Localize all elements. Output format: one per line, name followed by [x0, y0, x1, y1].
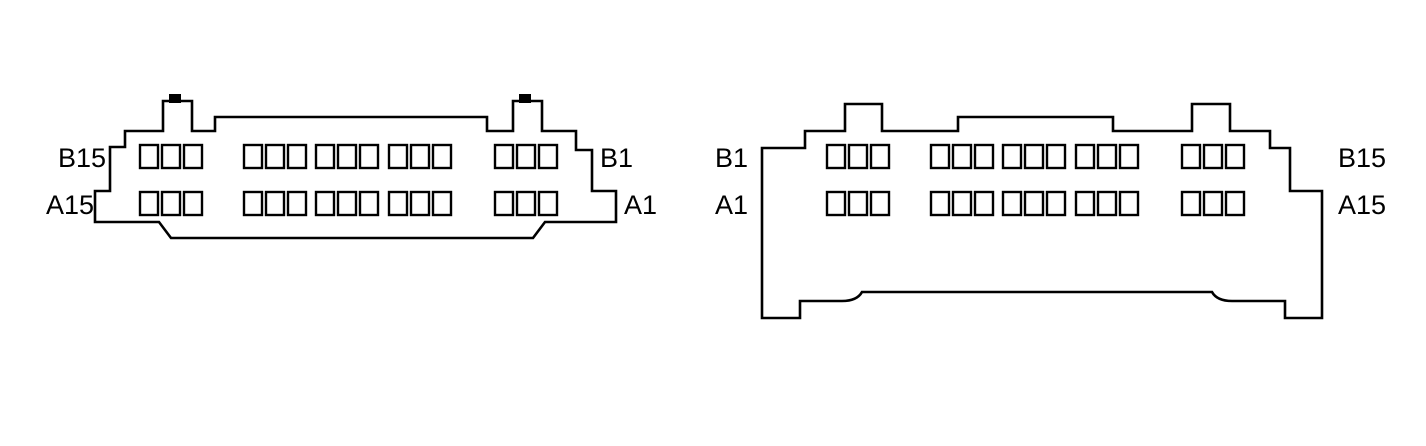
pin-cavity — [1045, 190, 1067, 217]
pin-cavity — [358, 190, 380, 217]
pin-cavity — [336, 143, 358, 170]
pin-cavity — [537, 143, 559, 170]
left-connector-latch-nub-icon — [169, 94, 181, 103]
pin-cavity — [847, 190, 869, 217]
pin-cavity — [358, 143, 380, 170]
pin-cavity — [515, 143, 537, 170]
pin-cavity — [1096, 190, 1118, 217]
pin-cavity — [1118, 143, 1140, 170]
pin-cavity — [1202, 143, 1224, 170]
pin-cavity — [1096, 143, 1118, 170]
pin-cavity — [929, 143, 951, 170]
pin-cavity — [1224, 190, 1246, 217]
pin-cavity — [493, 190, 515, 217]
pin-cavity — [869, 143, 891, 170]
pin-cavity — [242, 190, 264, 217]
pin-cavity — [1074, 190, 1096, 217]
pin-cavity — [951, 190, 973, 217]
pin-cavity — [138, 190, 160, 217]
pin-cavity — [825, 143, 847, 170]
pin-cavity — [951, 143, 973, 170]
pin-cavity — [537, 190, 559, 217]
pin-cavity — [431, 190, 453, 217]
left-connector-outline — [93, 99, 618, 240]
pin-cavity — [515, 190, 537, 217]
pin-cavity — [242, 143, 264, 170]
right-connector-label-top-left: B1 — [715, 143, 748, 173]
left-connector-label-top-left: B15 — [58, 143, 106, 173]
left-connector-label-bottom-left: A15 — [46, 190, 94, 220]
pin-cavity — [314, 143, 336, 170]
pin-cavity — [1023, 190, 1045, 217]
pin-cavity — [387, 190, 409, 217]
pin-cavity — [1074, 143, 1096, 170]
pin-cavity — [1045, 143, 1067, 170]
pin-cavity — [160, 143, 182, 170]
pin-cavity — [409, 143, 431, 170]
pin-cavity — [973, 143, 995, 170]
pin-cavity — [286, 190, 308, 217]
left-connector-latch-nub-icon — [519, 94, 531, 103]
left-connector-pins — [138, 143, 559, 217]
pin-cavity — [1180, 143, 1202, 170]
right-connector-label-top-right: B15 — [1338, 143, 1386, 173]
right-connector-label-bottom-left: A1 — [715, 190, 748, 220]
pin-cavity — [314, 190, 336, 217]
pin-cavity — [1023, 143, 1045, 170]
pin-cavity — [1202, 190, 1224, 217]
pin-cavity — [264, 190, 286, 217]
pin-cavity — [431, 143, 453, 170]
pin-cavity — [387, 143, 409, 170]
pin-cavity — [973, 190, 995, 217]
pin-cavity — [869, 190, 891, 217]
pin-cavity — [1224, 143, 1246, 170]
pin-cavity — [1001, 143, 1023, 170]
pin-cavity — [825, 190, 847, 217]
pin-cavity — [1001, 190, 1023, 217]
right-connector-label-bottom-right: A15 — [1338, 190, 1386, 220]
pin-cavity — [929, 190, 951, 217]
pin-cavity — [160, 190, 182, 217]
right-connector-outline — [760, 102, 1324, 320]
pin-cavity — [1180, 190, 1202, 217]
pin-cavity — [138, 143, 160, 170]
pin-cavity — [336, 190, 358, 217]
pin-cavity — [182, 143, 204, 170]
left-connector-label-top-right: B1 — [600, 143, 633, 173]
pin-cavity — [1118, 190, 1140, 217]
pin-cavity — [493, 143, 515, 170]
pin-cavity — [847, 143, 869, 170]
pin-cavity — [264, 143, 286, 170]
pin-cavity — [409, 190, 431, 217]
pin-cavity — [182, 190, 204, 217]
pin-cavity — [286, 143, 308, 170]
left-connector-label-bottom-right: A1 — [624, 190, 657, 220]
right-connector-pins — [825, 143, 1246, 217]
